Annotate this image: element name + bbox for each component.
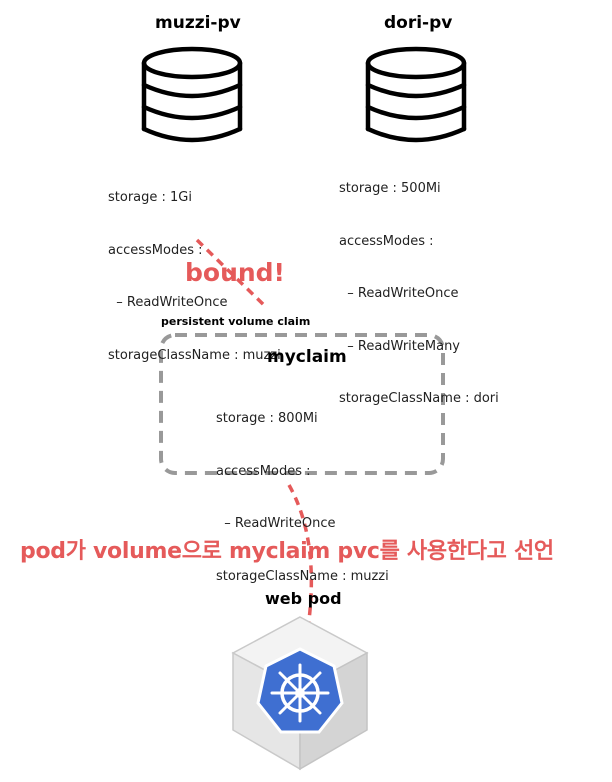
database-icon	[365, 46, 467, 143]
pvc-box	[159, 333, 445, 475]
spec-line: storageClassName : muzzi	[108, 347, 281, 363]
spec-line: accessModes :	[339, 233, 434, 249]
spec-line: storage : 800Mi	[216, 411, 318, 426]
spec-line: – ReadWriteOnce	[216, 516, 336, 531]
spec-line: storageClassName : muzzi	[216, 568, 389, 584]
spec-line: – ReadWriteOnce	[339, 286, 459, 301]
pod-connector	[287, 484, 314, 629]
spec-line: accessModes :	[108, 242, 203, 258]
pvc-name: myclaim	[267, 347, 347, 367]
pv-specs-muzzi: storage : 1Gi accessModes : – ReadWriteO…	[108, 154, 281, 382]
pv-specs-dori: storage : 500Mi accessModes : – ReadWrit…	[339, 145, 499, 425]
spec-line: storageClassName : dori	[339, 391, 499, 406]
spec-line: – ReadWriteMany	[339, 338, 460, 354]
pvc-specs: storage : 800Mi accessModes : – ReadWrit…	[216, 375, 389, 603]
bound-connector	[195, 238, 267, 308]
pvc-caption: persistent volume claim	[161, 315, 311, 328]
spec-line: – ReadWriteOnce	[108, 295, 228, 310]
kubernetes-icon	[256, 647, 344, 734]
spec-line: accessModes :	[216, 463, 311, 479]
spec-line: storage : 500Mi	[339, 181, 441, 196]
pod-name: web pod	[265, 589, 342, 608]
database-icon	[141, 46, 243, 143]
pv-name-muzzi: muzzi-pv	[155, 13, 241, 33]
bound-label: bound!	[185, 258, 285, 287]
spec-line: storage : 1Gi	[108, 190, 192, 205]
pod-note: pod가 volume으로 myclaim pvc를 사용한다고 선언	[20, 539, 554, 564]
pv-name-dori: dori-pv	[384, 13, 453, 33]
